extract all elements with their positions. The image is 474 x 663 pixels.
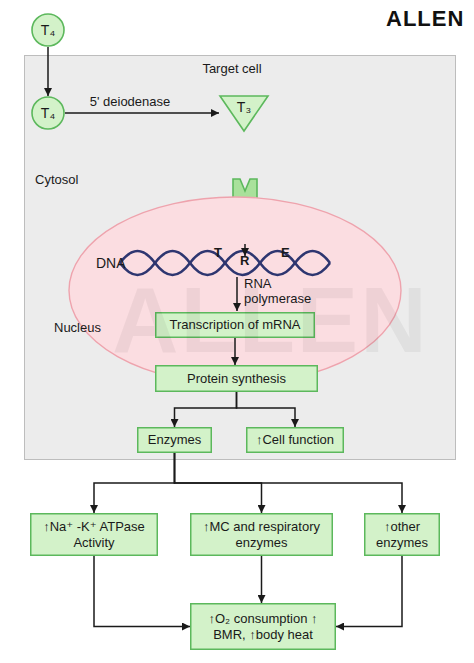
hormone-circle: T₄ <box>31 96 65 130</box>
process-box: Protein synthesis <box>155 365 318 392</box>
logo-text: ALLEN <box>386 6 464 31</box>
arrow-connector <box>94 556 190 627</box>
dna-strand <box>120 251 330 275</box>
node-label: Enzymes <box>137 427 212 453</box>
node-label: T₄ <box>31 96 65 130</box>
transcription-arrow <box>236 277 238 311</box>
node-label: ↑Cell function <box>246 427 344 453</box>
node-label: ↑MC and respiratory enzymes <box>190 513 333 556</box>
node-label: ↑Na⁺ -K⁺ ATPase Activity <box>30 513 158 556</box>
node-label: Target cell <box>174 61 290 77</box>
arrow-connector <box>234 338 236 365</box>
cell-region: Target cellCytosolT₄T₃TRNucleusTranscrip… <box>24 55 456 460</box>
result-box: ↑O₂ consumption ↑ BMR, ↑body heat <box>190 603 336 650</box>
arrow-connector <box>175 453 262 513</box>
arrow-connector <box>175 453 403 513</box>
binding-arrow <box>244 244 246 256</box>
node-label: T₃ <box>219 99 269 116</box>
nucleus-ellipse: NucleusTranscription of mRNA <box>68 196 402 385</box>
process-box: ↑Cell function <box>246 427 344 453</box>
node-label: ↑O₂ consumption ↑ BMR, ↑body heat <box>190 603 336 650</box>
node-label: Nucleus <box>54 320 124 336</box>
arrow-connector <box>175 392 237 427</box>
effect-box: ↑Na⁺ -K⁺ ATPase Activity <box>30 513 158 556</box>
arrow-connector <box>237 392 296 427</box>
arrow-connector <box>261 556 263 603</box>
dna-strand <box>120 251 330 275</box>
process-box: Transcription of mRNA <box>155 312 315 338</box>
arrow-connector <box>47 47 49 96</box>
arrow-connector <box>336 556 402 627</box>
effect-box: ↑MC and respiratory enzymes <box>190 513 333 556</box>
hormone-circle: T₄ <box>31 13 65 47</box>
node-label: T₄ <box>31 13 65 47</box>
arrow-connector <box>65 112 219 114</box>
region-label: Cytosol <box>35 172 105 188</box>
arrow-connector <box>94 453 175 513</box>
node-label: ↑other enzymes <box>364 513 440 556</box>
process-box: Enzymes <box>137 427 212 453</box>
effect-box: ↑other enzymes <box>364 513 440 556</box>
node-label: Transcription of mRNA <box>155 312 315 338</box>
hormone-triangle: T₃ <box>219 95 269 132</box>
nucleus-ellipse-outline <box>68 196 402 385</box>
node-label: Protein synthesis <box>155 365 318 392</box>
